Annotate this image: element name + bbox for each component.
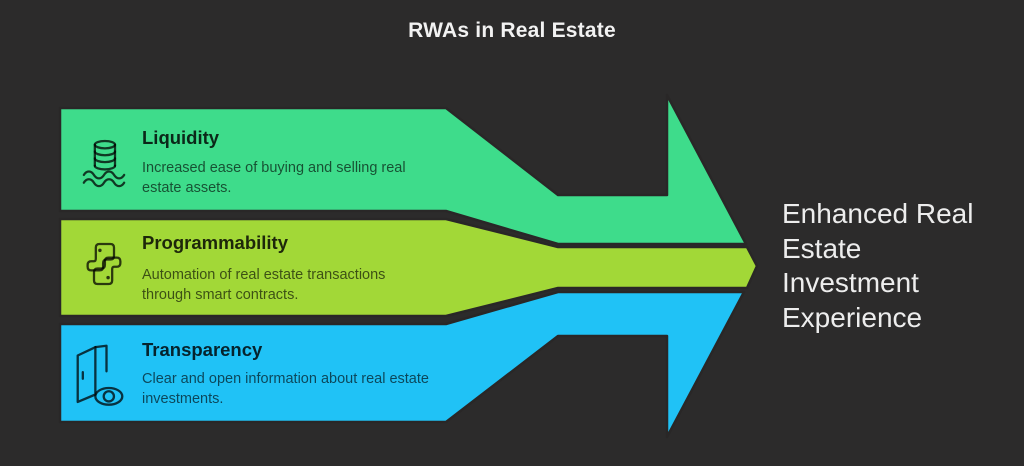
coins-waves-icon [82, 139, 126, 188]
band-shape-liquidity [58, 93, 748, 246]
section-liquidity: Liquidity Increased ease of buying and s… [60, 108, 446, 211]
band-shape-transparency [58, 290, 746, 439]
section-description: Clear and open information about real es… [142, 371, 429, 407]
band-shape-programmability [58, 217, 759, 318]
section-label: Programmability [142, 232, 288, 253]
section-label: Liquidity [142, 127, 220, 148]
page-title: RWAs in Real Estate [408, 19, 616, 42]
python-icon [86, 242, 122, 286]
section-description: Automation of real estate transactions t… [142, 267, 386, 303]
outcome-text: Enhanced Real Estate Investment Experien… [782, 198, 974, 333]
section-programmability: Programmability Automation of real estat… [60, 219, 446, 316]
section-label: Transparency [142, 339, 263, 360]
section-description: Increased ease of buying and selling rea… [142, 160, 406, 196]
door-eye-icon [76, 344, 124, 406]
section-transparency: Transparency Clear and open information … [60, 324, 446, 422]
